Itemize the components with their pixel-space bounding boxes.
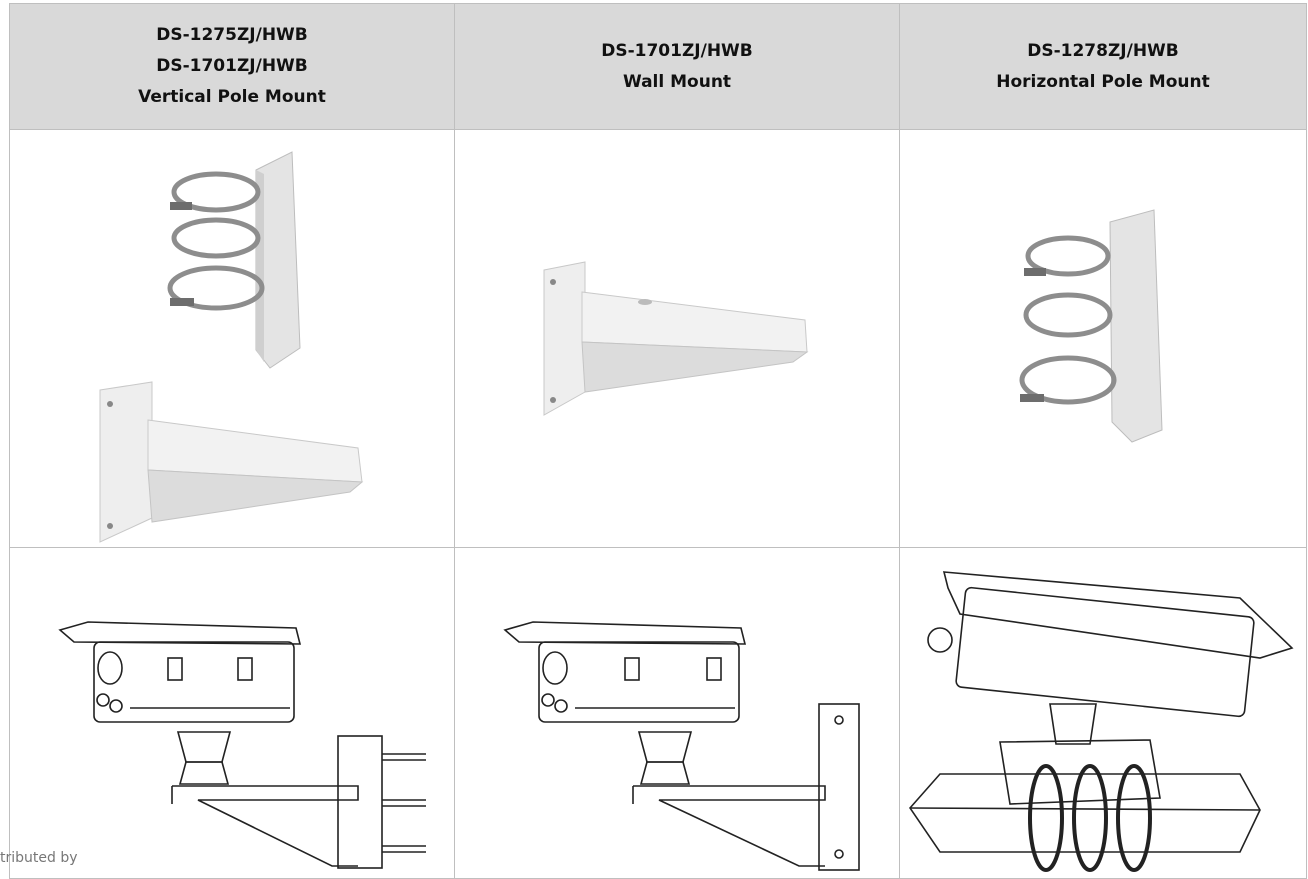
drawing-cell-vertical-pole [9,547,455,879]
mount-type-label: Vertical Pole Mount [138,87,326,107]
footer-text: tributed by [0,850,78,866]
mount-type-label: Horizontal Pole Mount [996,71,1210,92]
photo-cell-vertical-pole [9,129,455,548]
mount-table: DS-1275ZJ/HWB DS-1701ZJ/HWB Vertical Pol… [9,3,1307,879]
horizontal-pole-mount-photo [1019,209,1163,443]
photo-row [9,129,1307,548]
mount-type-label: Wall Mount [622,71,732,92]
model-line: DS-1701ZJ/HWB [601,40,753,61]
horizontal-pole-installation-drawing [908,571,1294,872]
header-row: DS-1275ZJ/HWB DS-1701ZJ/HWB Vertical Pol… [9,3,1307,130]
header-cell-vertical-pole: DS-1275ZJ/HWB DS-1701ZJ/HWB Vertical Pol… [9,3,455,130]
model-line: DS-1275ZJ/HWB [156,25,308,45]
photo-cell-horizontal-pole [899,129,1307,548]
drawing-cell-horizontal-pole [899,547,1307,879]
vertical-pole-installation-drawing [58,621,426,869]
photo-cell-wall [454,129,900,548]
vertical-pole-mount-photo [99,151,364,543]
wall-mount-photo [543,261,809,416]
drawing-row [9,547,1307,879]
drawing-cell-wall [454,547,900,879]
header-cell-wall: DS-1701ZJ/HWB Wall Mount [454,3,900,130]
model-line: DS-1701ZJ/HWB [156,56,308,76]
header-cell-horizontal-pole: DS-1278ZJ/HWB Horizontal Pole Mount [899,3,1307,130]
wall-installation-drawing [503,621,860,871]
model-line: DS-1278ZJ/HWB [1027,40,1179,61]
